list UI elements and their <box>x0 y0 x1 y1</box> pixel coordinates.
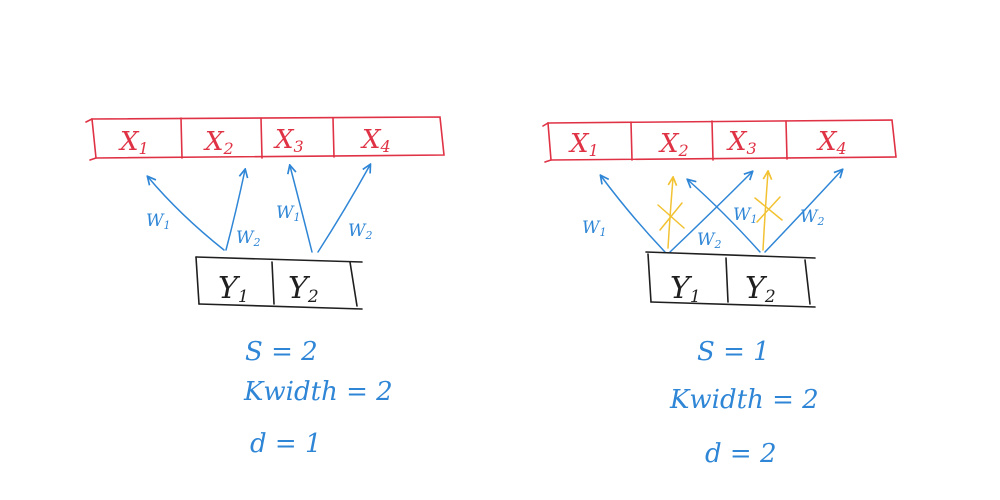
arrow-y1-to-x2 <box>225 170 245 251</box>
input-cell-subscript: 3 <box>747 139 757 158</box>
skipped-arrows <box>657 172 783 251</box>
arrow-y1-to-x3 <box>669 172 752 253</box>
input-cell-subscript: 1 <box>139 139 149 158</box>
weight-label: W1 <box>276 203 300 224</box>
output-cell-letter: Y <box>670 271 693 306</box>
input-labels: X1 X2 X3 X4 <box>118 125 391 158</box>
input-cell-letter: X <box>360 125 382 155</box>
param-stride: S = 1 <box>697 337 770 367</box>
weight-letter: W <box>146 211 165 231</box>
input-cell-letter: X <box>816 127 838 157</box>
param-dilation: d = 2 <box>705 439 777 469</box>
input-cell-x2: X2 <box>658 129 689 160</box>
weight-subscript: 1 <box>163 219 170 232</box>
skipped-arrow-y2-to-x3 <box>762 172 768 251</box>
weight-letter: W <box>733 205 752 225</box>
input-cell-letter: X <box>726 127 748 157</box>
arrow-y2-to-x3 <box>290 166 313 253</box>
weight-label: W2 <box>348 221 372 242</box>
input-cell-subscript: 3 <box>294 137 304 156</box>
input-cell-x4: X4 <box>360 125 391 156</box>
weight-label: W2 <box>236 228 260 249</box>
weight-arrows <box>148 165 370 253</box>
weight-label: W2 <box>800 207 824 228</box>
output-cell-y1: Y1 <box>670 271 701 307</box>
weight-subscript: 2 <box>364 229 372 242</box>
output-row <box>195 256 363 310</box>
weight-subscript: 2 <box>713 238 721 251</box>
input-labels: X1 X2 X3 X4 <box>568 127 847 160</box>
weight-letter: W <box>348 221 367 241</box>
diagram-right: X1 X2 X3 X4 W1 W2 W1 W2 <box>542 119 897 469</box>
input-row <box>85 116 445 161</box>
output-cell-subscript: 2 <box>764 287 776 307</box>
output-cell-subscript: 1 <box>238 287 249 307</box>
param-stride: S = 2 <box>245 337 318 367</box>
diagram-left: X1 X2 X3 X4 W1 W2 W1 W2 Y1 Y2 <box>85 116 445 459</box>
skipped-arrow-y1-to-x2 <box>667 178 673 249</box>
weight-subscript: 1 <box>293 211 300 224</box>
weight-letter: W <box>276 203 295 223</box>
input-cell-x1: X1 <box>568 129 599 160</box>
input-cell-x3: X3 <box>273 125 304 156</box>
weight-label: W1 <box>733 205 757 226</box>
arrow-y2-to-x4 <box>764 170 842 253</box>
weight-arrows <box>601 170 842 253</box>
params-right: S = 1 Kwidth = 2 d = 2 <box>669 337 819 469</box>
cross-mark <box>657 202 685 231</box>
input-cell-subscript: 4 <box>380 137 391 156</box>
weight-subscript: 1 <box>750 213 757 226</box>
output-cell-subscript: 2 <box>307 287 319 307</box>
arrow-y1-to-x1 <box>601 176 666 253</box>
weight-label: W1 <box>146 211 170 232</box>
input-cell-subscript: 2 <box>223 139 234 158</box>
params-left: S = 2 Kwidth = 2 d = 1 <box>243 337 393 459</box>
input-cell-letter: X <box>658 129 680 159</box>
input-cell-x2: X2 <box>203 127 234 158</box>
cross-mark <box>754 196 783 223</box>
weight-subscript: 2 <box>816 215 824 228</box>
weight-label: W2 <box>697 230 721 251</box>
output-cell-subscript: 1 <box>690 287 701 307</box>
input-cell-subscript: 4 <box>836 139 847 158</box>
param-dilation: d = 1 <box>250 429 322 459</box>
input-cell-letter: X <box>273 125 295 155</box>
weight-letter: W <box>800 207 819 227</box>
param-kernel-width: Kwidth = 2 <box>243 377 393 407</box>
input-cell-subscript: 2 <box>678 141 689 160</box>
input-cell-letter: X <box>118 127 140 157</box>
input-cell-x1: X1 <box>118 127 149 158</box>
output-cell-y2: Y2 <box>745 271 776 307</box>
input-cell-subscript: 1 <box>589 141 599 160</box>
weight-subscript: 1 <box>599 226 606 239</box>
input-row <box>542 119 897 163</box>
input-cell-x4: X4 <box>816 127 847 158</box>
weight-labels: W1 W2 W1 W2 <box>582 205 824 251</box>
arrow-y1-to-x1 <box>148 177 225 251</box>
param-kernel-width: Kwidth = 2 <box>669 385 819 415</box>
weight-letter: W <box>236 228 255 248</box>
output-labels: Y1 Y2 <box>670 271 776 307</box>
output-cell-letter: Y <box>218 271 241 306</box>
output-cell-y1: Y1 <box>218 271 249 307</box>
output-row <box>645 251 816 308</box>
weight-subscript: 2 <box>252 236 260 249</box>
input-cell-letter: X <box>568 129 590 159</box>
input-cell-letter: X <box>203 127 225 157</box>
output-cell-letter: Y <box>288 271 311 306</box>
weight-label: W1 <box>582 218 606 239</box>
weight-labels: W1 W2 W1 W2 <box>146 203 372 249</box>
weight-letter: W <box>697 230 716 250</box>
arrow-y2-to-x2 <box>688 180 761 253</box>
weight-letter: W <box>582 218 601 238</box>
output-cell-letter: Y <box>745 271 768 306</box>
input-cell-x3: X3 <box>726 127 757 158</box>
output-labels: Y1 Y2 <box>218 271 319 307</box>
output-cell-y2: Y2 <box>288 271 319 307</box>
arrow-y2-to-x4 <box>317 165 370 253</box>
